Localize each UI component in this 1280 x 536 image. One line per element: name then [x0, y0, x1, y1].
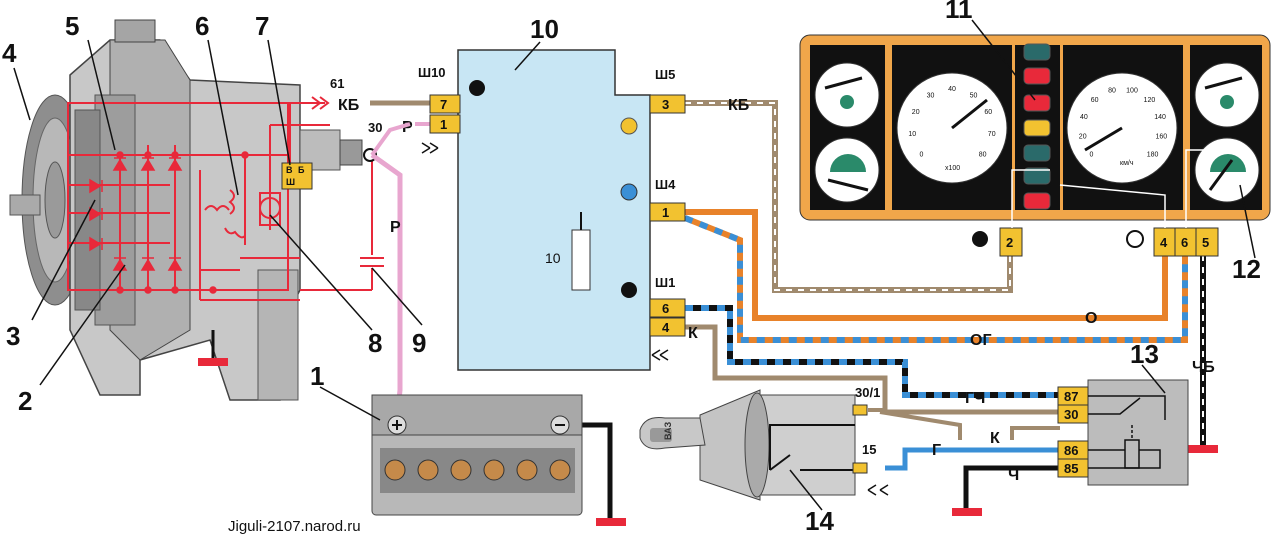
watermark: Jiguli-2107.narod.ru	[228, 518, 361, 535]
terminal-61-label: 61	[330, 76, 344, 91]
pin-7: 7	[440, 97, 447, 112]
reg-label-v: В	[286, 165, 293, 175]
pin-1-sh4: 1	[662, 205, 669, 220]
fuse-rating: 10	[545, 250, 561, 266]
capacitor	[300, 160, 384, 291]
callout-11: 11	[945, 0, 973, 24]
tach-tick-1: 10	[908, 131, 916, 138]
relay-pin-85: 85	[1064, 461, 1078, 476]
reg-label-b: Б	[298, 165, 305, 175]
callout-4: 4	[2, 38, 17, 68]
callout-8: 8	[368, 328, 382, 358]
wire-chb-label: ЧБ	[1192, 359, 1215, 376]
battery	[371, 394, 583, 516]
wire-p-label-2: Р	[390, 219, 401, 236]
tach-tick-0: 0	[919, 152, 923, 159]
wire-ch-label: Ч	[1008, 467, 1019, 484]
conn-sh1-label: Ш1	[655, 275, 675, 290]
speed-tick-3: 60	[1091, 97, 1099, 104]
ign-term-30-1: 30/1	[855, 385, 880, 400]
rectifier-diodes	[89, 151, 249, 294]
wire-og-label: ОГ	[970, 332, 992, 349]
relay-pin-30: 30	[1064, 407, 1078, 422]
key-brand: ВАЗ	[663, 421, 673, 440]
wire-k-label-2: К	[990, 430, 1000, 447]
callout-7: 7	[255, 11, 269, 41]
cluster-pin-2: 2	[1006, 235, 1013, 250]
callout-leaders	[13, 19, 1256, 511]
conn-sh10-label: Ш10	[418, 65, 446, 80]
callout-1: 1	[310, 361, 324, 391]
wire-gch-label: ГЧ	[965, 390, 985, 407]
relay-13: 87 30 86 85	[1057, 379, 1189, 486]
callout-14: 14	[805, 506, 834, 536]
speed-tick-0: 0	[1089, 152, 1093, 159]
tach-tick-4: 40	[948, 86, 956, 93]
callout-13: 13	[1130, 339, 1159, 369]
callout-9: 9	[412, 328, 426, 358]
fuse	[571, 229, 591, 291]
speed-tick-7: 140	[1154, 114, 1166, 121]
tach-tick-6: 60	[984, 109, 992, 116]
callout-12: 12	[1232, 254, 1261, 284]
wire-g-label: Г	[932, 442, 941, 459]
relay-pin-87: 87	[1064, 389, 1078, 404]
callout-5: 5	[65, 11, 79, 41]
callout-3: 3	[6, 321, 20, 351]
tach-tick-8: 80	[979, 152, 987, 159]
tach-tick-3: 30	[927, 92, 935, 99]
speed-tick-4: 80	[1108, 87, 1116, 94]
callout-6: 6	[195, 11, 209, 41]
tach-tick-7: 70	[988, 131, 996, 138]
wire-o-label: О	[1085, 310, 1097, 327]
speed-tick-6: 120	[1144, 97, 1156, 104]
voltage-regulator	[281, 162, 313, 190]
ignition-switch: ВАЗ	[639, 389, 889, 501]
wire-kb-label: КБ	[728, 97, 749, 114]
pin-4-sh1: 4	[662, 320, 670, 335]
speed-tick-9: 180	[1147, 152, 1159, 159]
terminal-30-label: 30	[368, 120, 382, 135]
callout-10: 10	[530, 14, 559, 44]
callout-2: 2	[18, 386, 32, 416]
cluster-pin-6: 6	[1181, 235, 1188, 250]
instrument-cluster: 0 10 20 30 40 50 60 70 80 x100 0 20 40 60 80 100 120 14…	[799, 34, 1271, 257]
pin-3: 3	[662, 97, 669, 112]
cluster-pin-5: 5	[1202, 235, 1209, 250]
reg-label-sh: Ш	[286, 177, 295, 187]
wire-p-label: Р	[402, 119, 413, 136]
pin-6-sh1: 6	[662, 301, 669, 316]
tach-tick-2: 20	[912, 109, 920, 116]
wire-k-label-1: К	[688, 325, 698, 342]
ign-term-15: 15	[862, 442, 876, 457]
tach-scale: 0 10 20 30 40 50 60 70 80	[908, 86, 995, 159]
speed-tick-5: 100	[1126, 87, 1138, 94]
ground-symbol-cluster	[1188, 445, 1218, 453]
tach-tick-5: 50	[970, 92, 978, 99]
ground-symbol	[198, 358, 228, 366]
conn-sh5-label: Ш5	[655, 67, 675, 82]
ground-symbol-battery	[596, 518, 626, 526]
relay-box: 10 Ш10 Ш5 Ш4 Ш1 7 1 3 1 6 4	[418, 49, 686, 371]
pin-1-sh10: 1	[440, 117, 447, 132]
conn-sh4-label: Ш4	[655, 177, 676, 192]
wire-kb-gen-label: КБ	[338, 97, 359, 114]
relay-pin-86: 86	[1064, 443, 1078, 458]
ground-symbol-relay	[952, 508, 982, 516]
cluster-pin-4: 4	[1160, 235, 1168, 250]
speed-unit: км/ч	[1120, 160, 1134, 167]
tach-unit: x100	[945, 165, 960, 172]
speed-tick-8: 160	[1155, 134, 1167, 141]
speed-tick-1: 20	[1079, 134, 1087, 141]
speed-tick-2: 40	[1080, 114, 1088, 121]
generator: В Б Ш 61 КБ 30 Р	[9, 19, 413, 401]
speed-scale: 0 20 40 60 80 100 120 140 160 180	[1079, 87, 1167, 158]
